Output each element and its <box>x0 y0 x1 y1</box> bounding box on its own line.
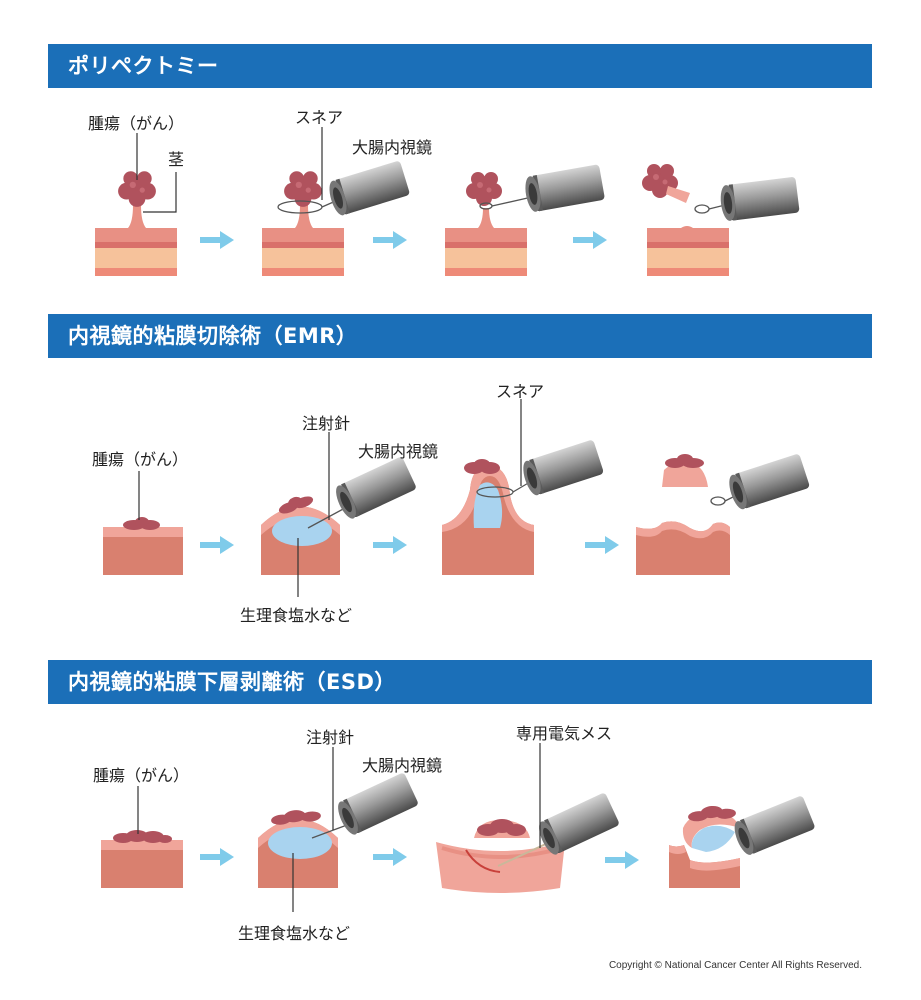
endoscope-icon <box>522 164 606 213</box>
arrow-right-icon <box>585 536 619 554</box>
emr-step-1 <box>103 471 183 575</box>
polypectomy-step-3 <box>445 164 606 276</box>
arrow-right-icon <box>373 231 407 249</box>
arrow-right-icon <box>573 231 607 249</box>
copyright-notice: Copyright © National Cancer Center All R… <box>608 960 862 971</box>
section-title-esd: 内視鏡的粘膜下層剥離術（ESD） <box>68 670 396 694</box>
esd-step-1 <box>101 786 183 888</box>
polypectomy-step-4 <box>642 164 800 276</box>
endoscope-icon <box>718 176 800 222</box>
label-snare: スネア <box>496 382 545 401</box>
section-banner-polypectomy: ポリペクトミー <box>48 44 872 88</box>
arrow-right-icon <box>200 848 234 866</box>
section-banner-esd: 内視鏡的粘膜下層剥離術（ESD） <box>48 660 872 704</box>
label-tumor: 腫瘍（がん） <box>88 114 185 133</box>
label-knife: 専用電気メス <box>516 724 613 743</box>
label-tumor: 腫瘍（がん） <box>92 450 189 469</box>
polypectomy-step-1 <box>95 133 177 276</box>
emr-step-4 <box>636 453 811 575</box>
esd-step-2 <box>258 747 420 912</box>
section-title-emr: 内視鏡的粘膜切除術（EMR） <box>68 324 358 348</box>
arrow-right-icon <box>373 848 407 866</box>
arrow-right-icon <box>605 851 639 869</box>
label-needle: 注射針 <box>306 728 355 747</box>
section-title-polypectomy: ポリペクトミー <box>68 54 219 78</box>
endoscope-icon <box>730 795 816 858</box>
endoscope-icon <box>334 772 420 838</box>
section-banner-emr: 内視鏡的粘膜切除術（EMR） <box>48 314 872 358</box>
label-saline: 生理食塩水など <box>238 924 351 943</box>
arrow-right-icon <box>200 536 234 554</box>
label-snare: スネア <box>295 108 344 127</box>
endoscope-icon <box>326 160 411 218</box>
label-scope: 大腸内視鏡 <box>362 756 443 775</box>
emr-step-3 <box>442 399 605 575</box>
endoscope-icon <box>535 792 621 858</box>
esd-step-4 <box>669 795 816 888</box>
label-scope: 大腸内視鏡 <box>352 138 433 157</box>
arrow-right-icon <box>200 231 234 249</box>
label-saline: 生理食塩水など <box>240 606 353 625</box>
esd-step-3 <box>436 743 621 893</box>
endoscope-icon <box>725 453 811 512</box>
label-stalk: 茎 <box>168 150 185 169</box>
label-tumor: 腫瘍（がん） <box>93 766 190 785</box>
polypectomy-step-2 <box>262 127 411 276</box>
endoscope-icon <box>519 439 605 498</box>
label-scope: 大腸内視鏡 <box>358 442 439 461</box>
emr-step-2 <box>261 432 418 597</box>
label-needle: 注射針 <box>302 414 351 433</box>
endoscope-icon <box>332 456 418 522</box>
arrow-right-icon <box>373 536 407 554</box>
